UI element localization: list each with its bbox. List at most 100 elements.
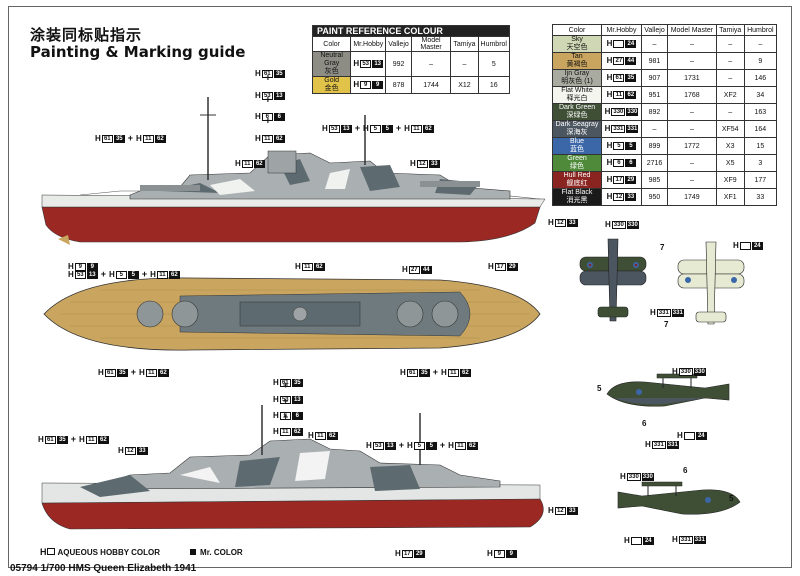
table-cell: X12 [450, 76, 479, 94]
mr-code: 330 [641, 473, 654, 481]
col-mrhobby: Mr.Hobby [350, 36, 387, 52]
table-cell: 16 [477, 76, 511, 94]
mr-code: 6 [625, 159, 637, 167]
mr-code: 5 [425, 442, 437, 450]
color-name-cn: 舰底红 [566, 180, 588, 187]
hobby-code [630, 537, 642, 545]
color-name: Dark Green [558, 104, 596, 111]
color-name: Tan [571, 53, 583, 60]
hobby-code: 331 [611, 125, 626, 133]
color-name: Blue [570, 138, 585, 145]
table-cell: 1772 [667, 137, 717, 155]
hobby-code: 17 [613, 176, 625, 184]
product-title: 05794 1/700 HMS Queen Elizabeth 1941 [10, 563, 197, 574]
color-name-cn: 灰色 [324, 68, 339, 75]
hobby-code [613, 40, 625, 48]
color-name-cn: 明灰色 (1) [561, 78, 593, 85]
color-name-cn: 深海灰 [566, 129, 588, 136]
hobby-code: 5 [613, 142, 625, 150]
table-cell: 992 [385, 51, 412, 77]
mr-code: 13 [372, 60, 384, 68]
mr-code: 33 [428, 160, 440, 168]
paint-reference-table: PAINT REFERENCE COLOUR Color Mr.Hobby Va… [311, 25, 511, 94]
hobby-code: 12 [613, 193, 625, 201]
hobby-code [739, 242, 751, 250]
hobby-code: 12 [554, 219, 566, 227]
hobby-code: 53 [360, 60, 372, 68]
table-cell: – [715, 52, 745, 70]
mr-code: 62 [625, 91, 637, 99]
callout-number-7: 7 [664, 320, 669, 329]
color-name: Green [567, 155, 587, 162]
col-model-master: Model Master [667, 24, 717, 36]
table-cell: – [450, 51, 479, 77]
table-cell: 950 [640, 188, 669, 206]
col-vallejo: Vallejo [640, 24, 669, 36]
table-cell: – [410, 51, 452, 77]
legend-mr: Mr. COLOR [190, 548, 243, 557]
paint-reference-heading: PAINT REFERENCE COLOUR [312, 25, 510, 37]
table-cell: – [667, 52, 717, 70]
plus-sign: + [265, 73, 271, 84]
hobby-code: 12 [554, 507, 566, 515]
mr-code: 62 [154, 135, 166, 143]
table-cell: – [640, 35, 669, 53]
color-name-cn: 天空色 [566, 44, 588, 51]
hobby-code: 330 [611, 108, 626, 116]
table-cell: – [715, 35, 745, 53]
title-english: Painting & Marking guide [30, 43, 246, 61]
table-cell: – [667, 171, 717, 189]
hobby-code: 330 [626, 473, 641, 481]
mr-code: 29 [625, 176, 637, 184]
color-name-cn: 蓝色 [570, 146, 585, 153]
plus-sign: + [283, 396, 289, 406]
hobby-code: 11 [145, 369, 157, 377]
plus-sign: + [265, 95, 271, 106]
callout-number-6: 6 [642, 419, 647, 428]
hobby-code: 11 [279, 428, 291, 436]
mr-code: 330 [626, 221, 639, 229]
table-cell: 9 [743, 52, 778, 70]
mr-code: 330 [626, 108, 639, 116]
mr-code: 44 [625, 57, 637, 65]
table-cell: 878 [385, 76, 412, 94]
mr-code: 44 [420, 266, 432, 274]
color-name-cn: 金色 [324, 85, 339, 92]
hobby-code: 5 [413, 442, 425, 450]
color-name: Hull Red [563, 172, 591, 179]
col-vallejo: Vallejo [385, 36, 412, 52]
hobby-code: 61 [613, 74, 625, 82]
mr-code: 62 [168, 271, 180, 279]
hobby-code: 53 [261, 92, 273, 100]
mr-code: 331 [671, 309, 684, 317]
mr-code: 29 [506, 263, 518, 271]
color-name: Sky [571, 36, 583, 43]
hobby-code: 11 [301, 263, 313, 271]
hobby-code: 5 [369, 125, 381, 133]
